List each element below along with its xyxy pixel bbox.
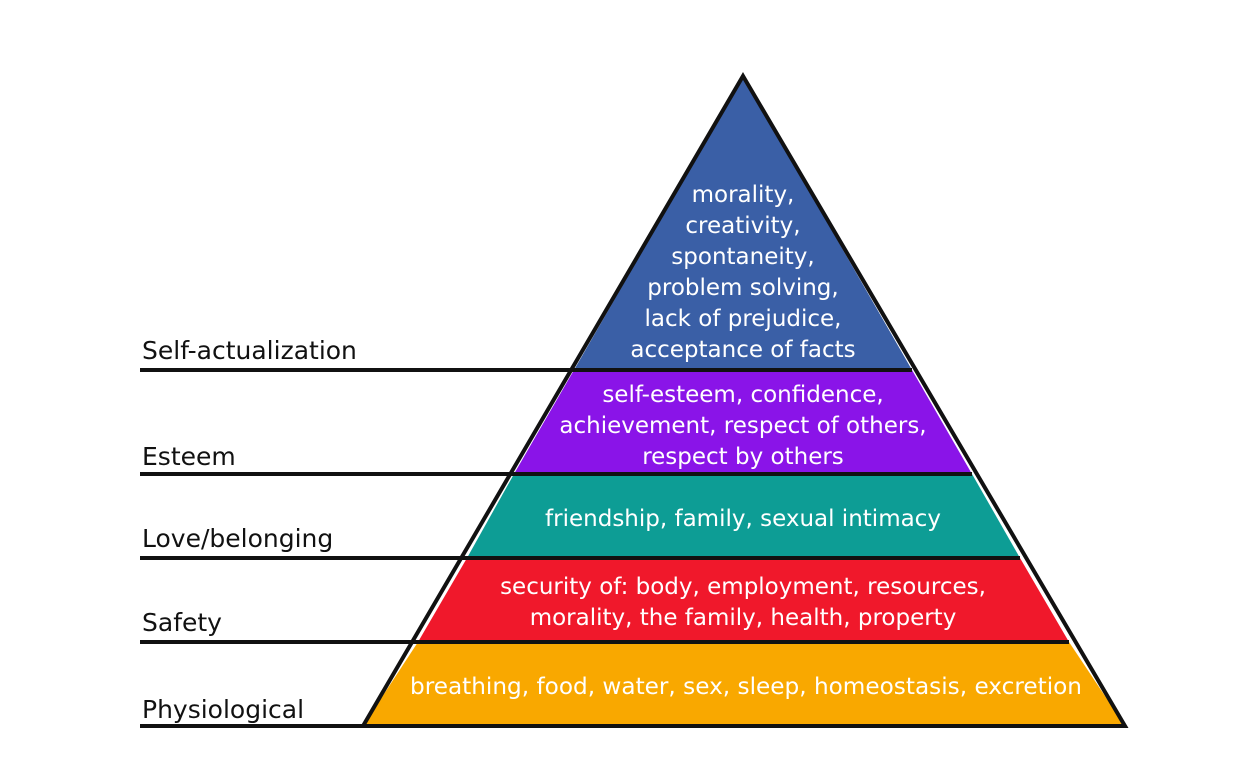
tier-line: lack of prejudice, bbox=[644, 306, 841, 332]
tier-line: creativity, bbox=[685, 213, 800, 239]
tier-line: morality, the family, health, property bbox=[530, 605, 957, 631]
tier-text-physiological: breathing, food, water, sex, sleep, home… bbox=[410, 674, 1082, 700]
tier-line: acceptance of facts bbox=[630, 337, 855, 363]
label-esteem: Esteem bbox=[142, 442, 236, 471]
tier-esteem bbox=[514, 370, 972, 474]
tier-self-actualization bbox=[574, 76, 912, 370]
tier-line: friendship, family, sexual intimacy bbox=[545, 506, 941, 532]
tier-line: self-esteem, confidence, bbox=[602, 382, 883, 408]
tier-line: achievement, respect of others, bbox=[559, 413, 926, 439]
label-love-belonging: Love/belonging bbox=[142, 524, 333, 553]
label-self-actualization: Self-actualization bbox=[142, 336, 357, 365]
tier-love-belonging bbox=[467, 474, 1020, 558]
label-safety: Safety bbox=[142, 608, 222, 637]
tier-text-safety: security of: body, employment, resources… bbox=[500, 574, 986, 631]
tier-line: spontaneity, bbox=[671, 244, 814, 270]
pyramid-outline bbox=[140, 72, 1129, 728]
label-physiological: Physiological bbox=[142, 695, 304, 724]
tier-safety bbox=[418, 558, 1069, 642]
tier-text-self-actualization: morality, creativity, spontaneity, probl… bbox=[630, 182, 855, 363]
tier-physiological bbox=[363, 642, 1125, 726]
tier-line: respect by others bbox=[642, 444, 844, 470]
tier-text-love-belonging: friendship, family, sexual intimacy bbox=[545, 506, 941, 532]
tier-text-esteem: self-esteem, confidence, achievement, re… bbox=[559, 382, 926, 470]
tier-line: security of: body, employment, resources… bbox=[500, 574, 986, 600]
tier-line: breathing, food, water, sex, sleep, home… bbox=[410, 674, 1082, 700]
tier-line: problem solving, bbox=[647, 275, 838, 301]
tier-line: morality, bbox=[692, 182, 795, 208]
